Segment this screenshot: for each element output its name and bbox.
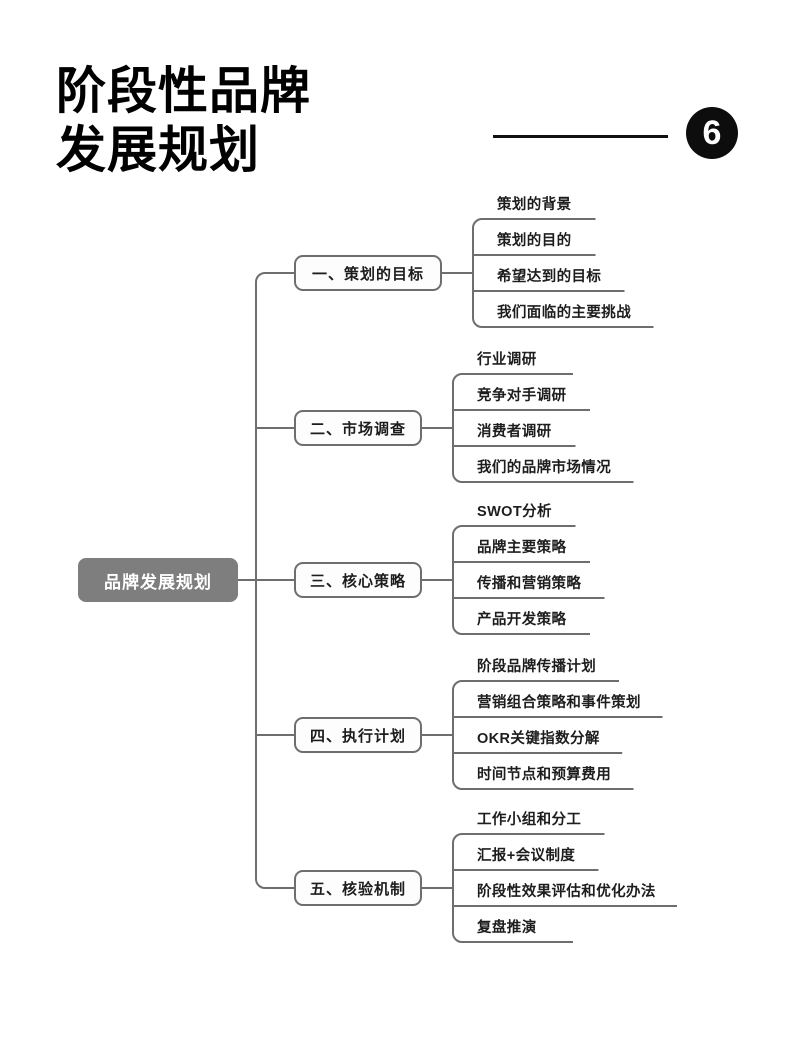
leaf-node[interactable]: 时间节点和预算费用	[453, 759, 633, 789]
leaf-node-label: 产品开发策略	[477, 612, 567, 628]
leaf-node-label: 策划的目的	[497, 233, 572, 249]
leaf-node-label: 阶段品牌传播计划	[477, 659, 597, 675]
leaf-node-label: 复盘推演	[477, 920, 537, 936]
leaf-node[interactable]: 工作小组和分工	[453, 804, 604, 834]
leaf-node[interactable]: 策划的背景	[473, 189, 595, 219]
leaf-node[interactable]: OKR关键指数分解	[453, 723, 622, 753]
leaf-node-label: 汇报+会议制度	[477, 848, 576, 864]
leaf-node-label: 工作小组和分工	[477, 812, 582, 828]
leaf-node[interactable]: 复盘推演	[453, 912, 561, 942]
leaf-node-label: 阶段性效果评估和优化办法	[477, 884, 656, 900]
branch-node-4[interactable]: 四、执行计划	[294, 717, 422, 753]
branch-node-label: 三、核心策略	[309, 572, 406, 590]
branch-node-label: 四、执行计划	[309, 727, 406, 745]
leaf-node[interactable]: 策划的目的	[473, 225, 595, 255]
leaf-node[interactable]: 希望达到的目标	[473, 261, 624, 291]
branch-node-1[interactable]: 一、策划的目标	[294, 255, 442, 291]
branch-node-3[interactable]: 三、核心策略	[294, 562, 422, 598]
leaf-node[interactable]: 我们面临的主要挑战	[473, 297, 653, 327]
leaf-node-label: OKR关键指数分解	[477, 731, 600, 747]
leaf-node[interactable]: 营销组合策略和事件策划	[453, 687, 662, 717]
leaf-node-label: 策划的背景	[497, 197, 572, 213]
leaf-node[interactable]: 汇报+会议制度	[453, 840, 598, 870]
leaf-node-label: 我们面临的主要挑战	[497, 305, 632, 321]
branch-node-label: 二、市场调查	[309, 420, 406, 438]
leaf-node-label: 希望达到的目标	[497, 269, 602, 285]
leaf-node-label: 行业调研	[477, 352, 537, 368]
root-node[interactable]: 品牌发展规划	[78, 558, 238, 602]
leaf-node-label: 传播和营销策略	[477, 576, 582, 592]
leaf-node[interactable]: 传播和营销策略	[453, 568, 604, 598]
branch-node-label: 一、策划的目标	[311, 265, 424, 283]
page-header: 阶段性品牌 发展规划 6	[0, 0, 800, 190]
leaf-node[interactable]: 品牌主要策略	[453, 532, 590, 562]
leaf-node[interactable]: 行业调研	[453, 344, 561, 374]
leaf-node[interactable]: 竞争对手调研	[453, 380, 590, 410]
leaf-node-label: 竞争对手调研	[477, 388, 567, 404]
root-node-label: 品牌发展规划	[104, 572, 212, 592]
leaf-node[interactable]: 阶段性效果评估和优化办法	[453, 876, 677, 906]
page-title: 阶段性品牌 发展规划	[56, 63, 311, 178]
leaf-node-label: 时间节点和预算费用	[477, 767, 612, 783]
page-number-badge: 6	[686, 107, 738, 159]
leaf-node[interactable]: 消费者调研	[453, 416, 575, 446]
leaf-node[interactable]: 产品开发策略	[453, 604, 590, 634]
leaf-node-label: 消费者调研	[477, 424, 552, 440]
leaf-node-label: 营销组合策略和事件策划	[477, 695, 641, 711]
branch-node-label: 五、核验机制	[309, 880, 406, 898]
branch-node-5[interactable]: 五、核验机制	[294, 870, 422, 906]
header-divider-line	[493, 135, 668, 138]
leaf-node-label: 我们的品牌市场情况	[477, 460, 612, 476]
leaf-node[interactable]: 我们的品牌市场情况	[453, 452, 633, 482]
leaf-node-label: SWOT分析	[477, 504, 552, 520]
leaf-node[interactable]: SWOT分析	[453, 496, 575, 526]
leaf-node[interactable]: 阶段品牌传播计划	[453, 651, 619, 681]
leaf-node-label: 品牌主要策略	[477, 540, 567, 556]
branch-node-2[interactable]: 二、市场调查	[294, 410, 422, 446]
